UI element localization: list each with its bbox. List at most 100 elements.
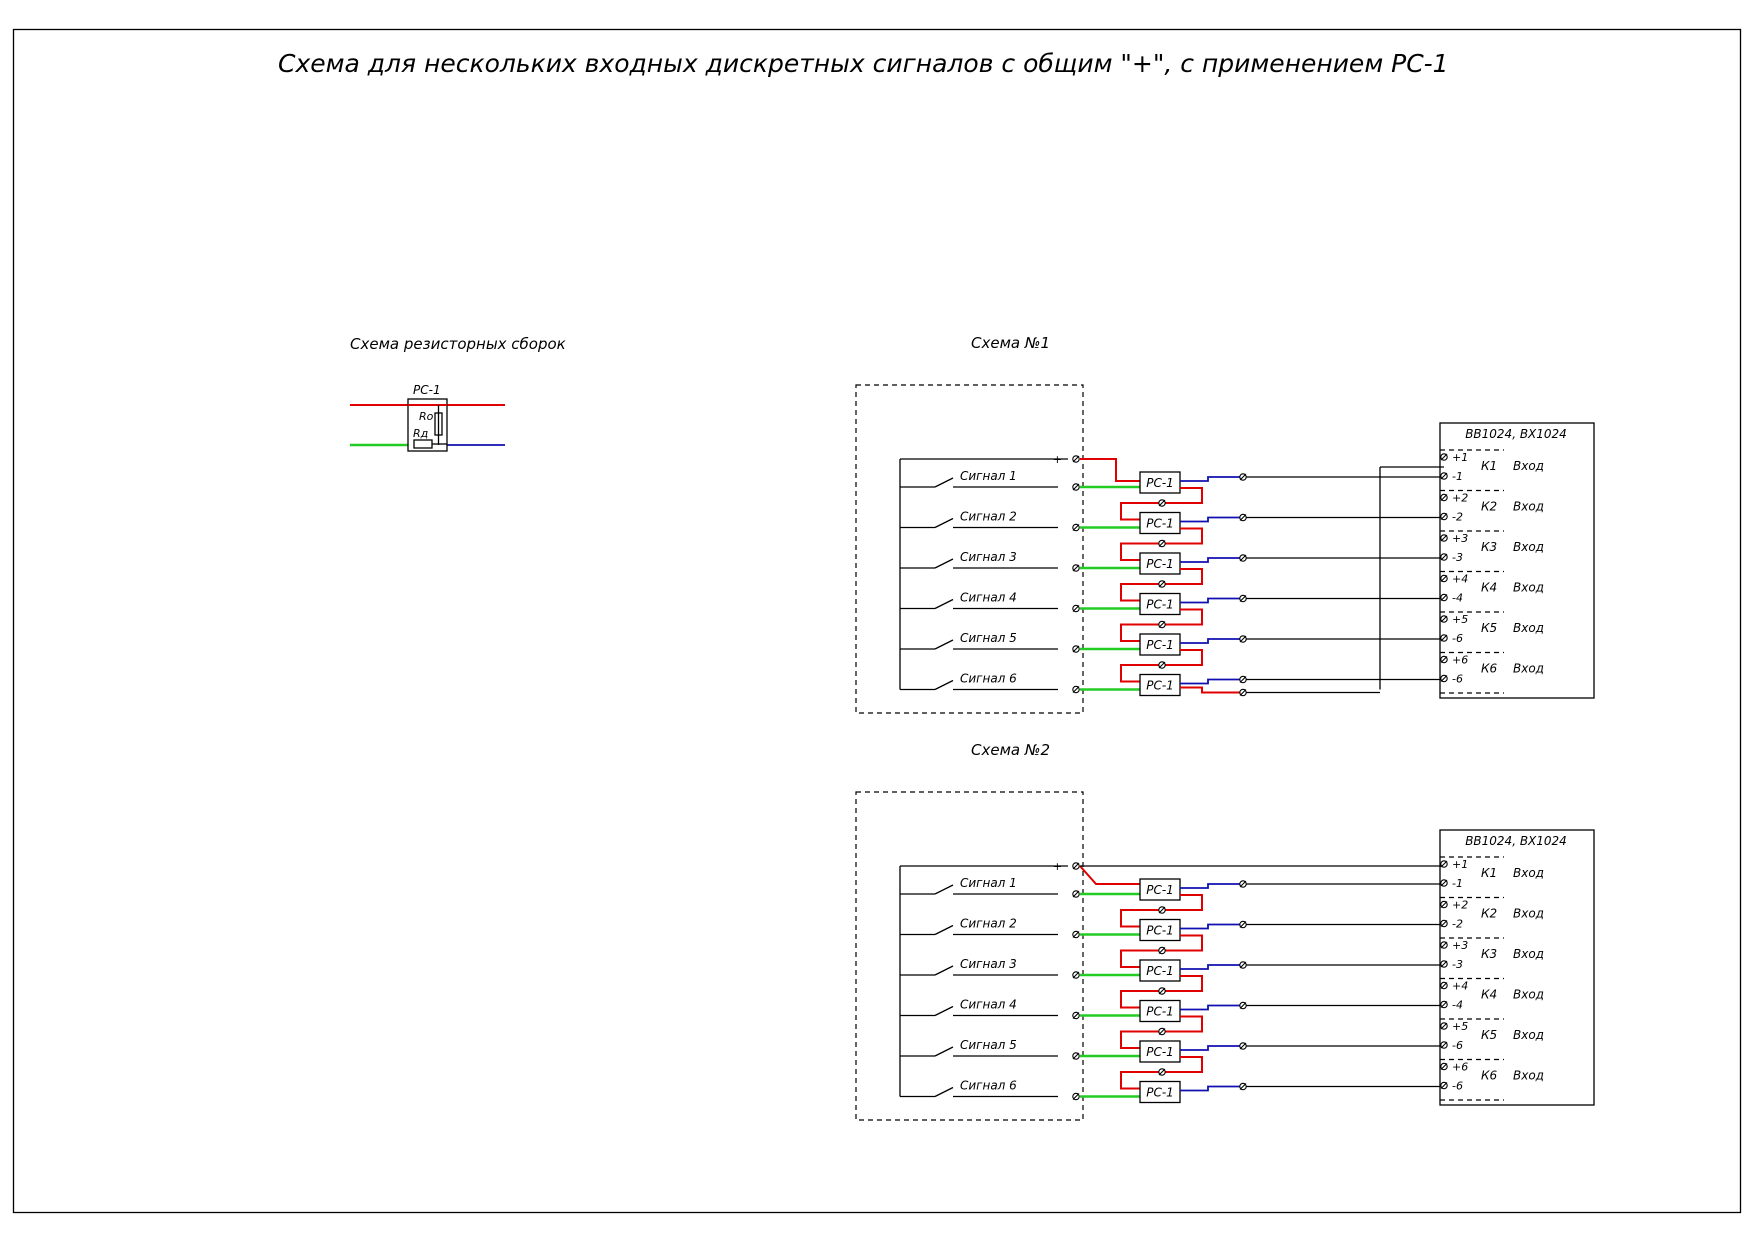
assembly-label: РС-1 bbox=[1146, 1086, 1174, 1100]
input-label: Вход bbox=[1513, 500, 1544, 514]
blue-wire bbox=[1180, 516, 1240, 523]
jumper-terminal-slash bbox=[1158, 621, 1166, 628]
input-label: Вход bbox=[1513, 459, 1544, 473]
assembly-box bbox=[1139, 1040, 1181, 1063]
terminal-minus-label: -6 bbox=[1452, 1039, 1463, 1052]
signal-label: Сигнал 6 bbox=[960, 1079, 1017, 1093]
input-label: Вход bbox=[1513, 907, 1544, 921]
signal-terminal-slash bbox=[1072, 931, 1080, 938]
channel-label: К3 bbox=[1481, 540, 1497, 554]
assembly-label: РС-1 bbox=[1146, 476, 1174, 490]
assembly-out-terminal-slash bbox=[1239, 921, 1247, 928]
terminal-plus-label: +1 bbox=[1452, 858, 1468, 871]
channel-label: К4 bbox=[1481, 581, 1497, 595]
legend-resistor-rd bbox=[413, 439, 433, 449]
input-label: Вход bbox=[1513, 988, 1544, 1002]
legend-rd-label: Rд bbox=[413, 427, 428, 440]
module-minus-terminal-slash bbox=[1440, 553, 1448, 561]
blue-wire bbox=[1180, 964, 1240, 970]
signal-terminal-slash bbox=[1072, 971, 1080, 979]
assembly-box bbox=[1139, 633, 1181, 656]
assembly-out-terminal-slash bbox=[1239, 473, 1247, 481]
assembly-out-terminal-slash bbox=[1239, 880, 1247, 888]
switch-contact bbox=[934, 477, 954, 488]
assembly-out-terminal-slash bbox=[1239, 961, 1247, 969]
red-tail bbox=[1180, 686, 1240, 694]
module-plus-terminal-slash bbox=[1440, 982, 1448, 989]
channel-label: К1 bbox=[1481, 866, 1497, 880]
plus-red-wire bbox=[1079, 865, 1140, 885]
terminal-plus-label: +3 bbox=[1452, 939, 1468, 952]
drawing-frame bbox=[12, 28, 1742, 1214]
terminal-plus-label: +1 bbox=[1452, 451, 1468, 464]
assembly-box bbox=[1139, 471, 1181, 494]
assembly-label: РС-1 bbox=[1146, 964, 1174, 978]
blue-wire bbox=[1180, 1045, 1240, 1051]
blue-wire bbox=[1180, 1004, 1240, 1011]
terminal-minus-label: -3 bbox=[1452, 958, 1463, 971]
plus-terminal-slash bbox=[1072, 455, 1080, 463]
module-minus-terminal-slash bbox=[1440, 879, 1448, 887]
assembly-box bbox=[1139, 592, 1181, 616]
signal-label: Сигнал 4 bbox=[960, 998, 1017, 1012]
terminal-plus-label: +6 bbox=[1452, 654, 1468, 667]
terminal-plus-label: +6 bbox=[1452, 1061, 1468, 1074]
channel-label: К2 bbox=[1481, 500, 1497, 514]
channel-label: К4 bbox=[1481, 988, 1497, 1002]
module-plus-terminal-slash bbox=[1440, 575, 1448, 582]
terminal-plus-label: +5 bbox=[1452, 1020, 1468, 1033]
blue-wire bbox=[1180, 883, 1240, 889]
terminal-plus-label: +2 bbox=[1452, 492, 1468, 505]
terminal-plus-label: +2 bbox=[1452, 899, 1468, 912]
assembly-label: РС-1 bbox=[1146, 557, 1174, 571]
module-minus-terminal-slash bbox=[1440, 920, 1448, 927]
drawing-title: Схема для нескольких входных дискретных … bbox=[278, 49, 1449, 78]
input-label: Вход bbox=[1513, 540, 1544, 554]
module-plus-terminal-slash bbox=[1440, 901, 1448, 908]
module-plus-terminal-slash bbox=[1440, 860, 1448, 868]
module-minus-terminal-slash bbox=[1440, 634, 1448, 642]
assembly-label: РС-1 bbox=[1146, 679, 1174, 693]
channel-label: К6 bbox=[1481, 662, 1498, 676]
terminal-minus-label: -1 bbox=[1452, 877, 1463, 890]
assembly-label: РС-1 bbox=[1146, 598, 1174, 612]
plus-red-wire bbox=[1080, 458, 1140, 482]
assembly-box bbox=[1139, 918, 1181, 942]
field-box bbox=[855, 791, 1084, 1121]
module-minus-terminal-slash bbox=[1440, 675, 1448, 682]
tail-terminal-slash bbox=[1239, 689, 1247, 696]
switch-contact bbox=[934, 558, 954, 569]
jumper-terminal-slash bbox=[1158, 1068, 1166, 1076]
module-minus-terminal-slash bbox=[1440, 960, 1448, 968]
signal-label: Сигнал 2 bbox=[960, 917, 1017, 931]
terminal-minus-label: -2 bbox=[1452, 918, 1463, 931]
legend-ro-label: Rо bbox=[419, 410, 434, 423]
terminal-minus-label: -6 bbox=[1452, 1080, 1463, 1093]
module-plus-terminal-slash bbox=[1440, 1022, 1448, 1030]
assembly-out-terminal-slash bbox=[1239, 676, 1247, 683]
jumper-terminal-slash bbox=[1158, 987, 1166, 995]
assembly-out-terminal-slash bbox=[1239, 554, 1247, 562]
assembly-box bbox=[1139, 511, 1181, 535]
module-plus-terminal-slash bbox=[1440, 615, 1448, 623]
io-module bbox=[1439, 829, 1595, 1106]
plus-terminal-slash bbox=[1072, 862, 1080, 870]
switch-contact bbox=[934, 517, 954, 529]
module-plus-terminal-slash bbox=[1440, 453, 1448, 461]
signal-label: Сигнал 3 bbox=[960, 957, 1017, 971]
module-minus-terminal-slash bbox=[1440, 1041, 1448, 1049]
assembly-out-terminal-slash bbox=[1239, 635, 1247, 643]
assembly-box bbox=[1139, 959, 1181, 982]
signal-terminal-slash bbox=[1072, 605, 1080, 612]
io-module bbox=[1439, 422, 1595, 699]
field-box bbox=[855, 384, 1084, 714]
switch-contact bbox=[934, 639, 954, 650]
terminal-minus-label: -6 bbox=[1452, 673, 1463, 686]
signal-label: Сигнал 5 bbox=[960, 631, 1017, 645]
blue-wire bbox=[1180, 678, 1240, 685]
jumper-terminal-slash bbox=[1158, 947, 1166, 954]
assembly-label: РС-1 bbox=[1146, 517, 1174, 531]
module-minus-terminal-slash bbox=[1440, 513, 1448, 520]
